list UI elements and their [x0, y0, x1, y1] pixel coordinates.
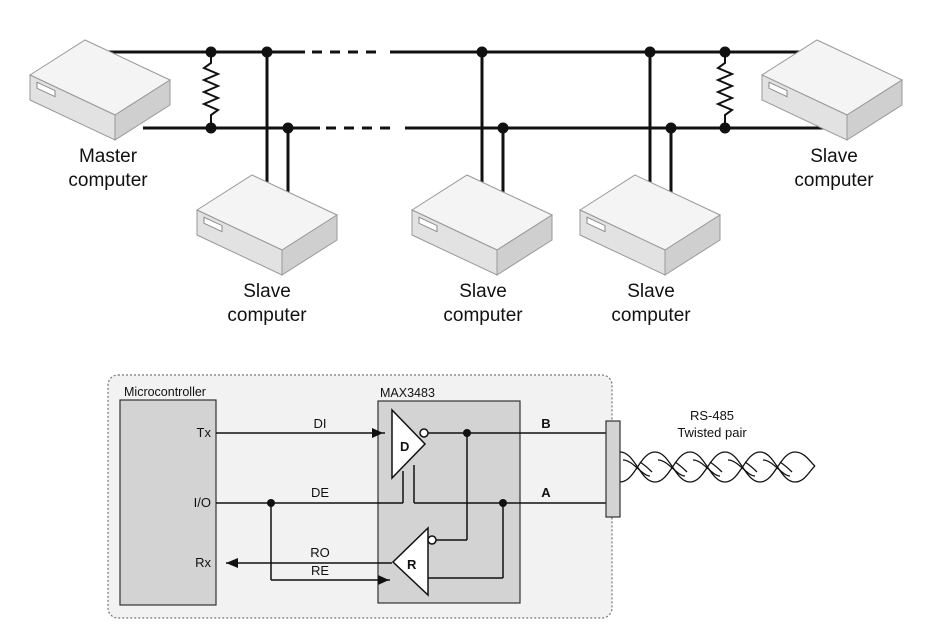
cable-label-line1: RS-485: [690, 408, 734, 423]
slave-2-label-line1: Slave: [459, 281, 507, 302]
signal-de-label: DE: [311, 485, 329, 500]
slave-right-label-line1: Slave: [810, 146, 858, 167]
connector-block: [605, 420, 621, 518]
slave-computer-2-icon: [411, 174, 553, 276]
line-b-label: B: [541, 416, 550, 431]
receiver-letter: R: [407, 557, 417, 572]
cable-label-line2: Twisted pair: [677, 425, 747, 440]
slave-computer-1-icon: [196, 174, 338, 276]
microcontroller-title: Microcontroller: [124, 385, 206, 399]
chip-title: MAX3483: [380, 386, 435, 400]
driver-letter: D: [400, 439, 409, 454]
pin-io-label: I/O: [194, 495, 211, 510]
signal-ro-label: RO: [310, 545, 330, 560]
slave-right-label-line2: computer: [794, 170, 874, 191]
signal-re-label: RE: [311, 563, 329, 578]
twisted-pair-cable-icon: [619, 451, 816, 483]
slave-3-label-line2: computer: [611, 305, 691, 326]
rs485-circuit: Microcontroller Tx I/O Rx MAX3483 DI DE …: [107, 374, 816, 619]
slave-1-label-line2: computer: [227, 305, 307, 326]
master-label-line1: Master: [79, 146, 138, 167]
line-a-label: A: [541, 485, 551, 500]
master-label-line2: computer: [68, 170, 148, 191]
slave-computer-right-icon: [761, 39, 903, 141]
pin-rx-label: Rx: [195, 555, 211, 570]
slave-3-label-line1: Slave: [627, 281, 675, 302]
microcontroller-box: [119, 399, 217, 606]
terminator-resistor-left: [201, 52, 221, 128]
slave-1-label-line1: Slave: [243, 281, 291, 302]
junction-dots: [205, 46, 731, 134]
slave-computer-3-icon: [579, 174, 721, 276]
slave-2-label-line2: computer: [443, 305, 523, 326]
terminator-resistor-right: [715, 52, 735, 128]
driver-symbol-icon: [391, 408, 427, 480]
receiver-symbol-icon: [391, 526, 429, 597]
pin-tx-label: Tx: [197, 425, 212, 440]
signal-di-label: DI: [314, 416, 327, 431]
master-computer-icon: [29, 39, 171, 141]
bus-network: Master computer Slave computer Slave com…: [29, 39, 903, 326]
